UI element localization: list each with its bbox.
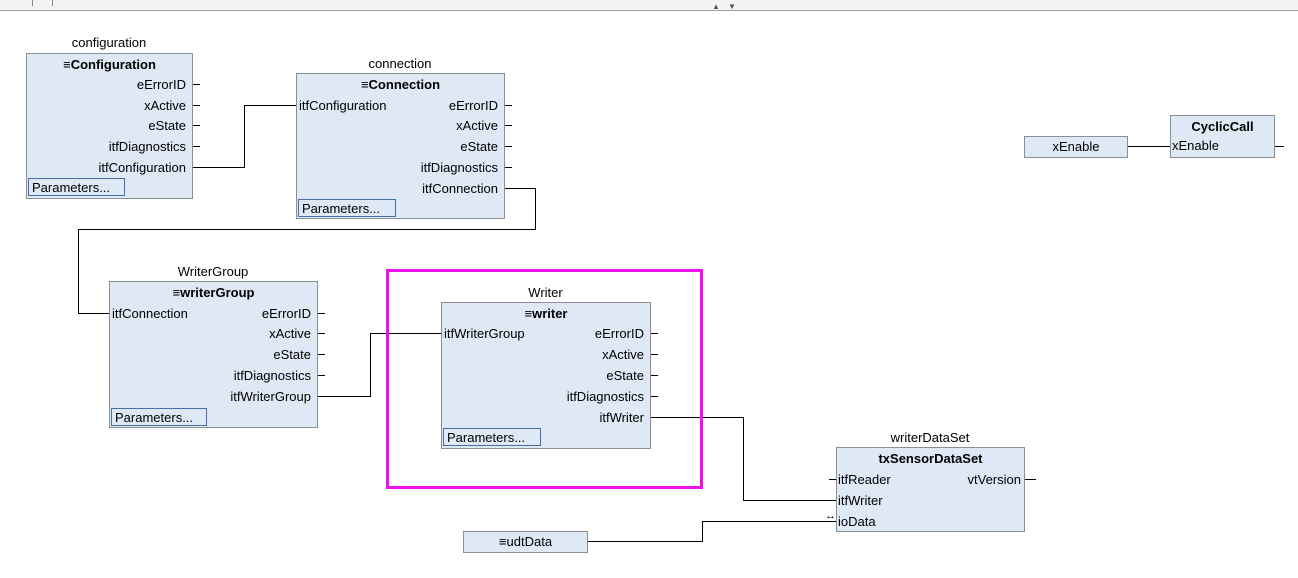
- connection-type-label: Connection: [368, 77, 441, 92]
- pin-xenable-in[interactable]: xEnable: [1172, 138, 1219, 153]
- pin-itfwriter-in[interactable]: itfWriter: [838, 493, 883, 508]
- strip-tick: [52, 0, 53, 6]
- pin-itfdiagnostics[interactable]: itfDiagnostics: [233, 368, 311, 383]
- wire-writer-dataset: [651, 417, 837, 501]
- pin-itfconfiguration-in[interactable]: itfConfiguration: [299, 98, 387, 113]
- strip-tick: [32, 0, 33, 6]
- udtdata-label: udtData: [506, 534, 553, 549]
- splitter-up-icon[interactable]: ▲: [712, 2, 720, 11]
- pin-xactive[interactable]: xActive: [144, 98, 186, 113]
- splitter-down-icon[interactable]: ▼: [728, 2, 736, 11]
- wire-connection-writergroup: [78, 188, 536, 314]
- wire-udtdata-iodata: [588, 521, 837, 542]
- selection-highlight-frame: [386, 269, 703, 489]
- writer-parameters-button[interactable]: Parameters...: [443, 428, 541, 446]
- editor-top-strip: [0, 0, 1298, 11]
- inout-arrow-icon: ↔: [825, 510, 836, 522]
- writer-instance-name[interactable]: Writer: [528, 285, 563, 300]
- pin-itfdiagnostics[interactable]: itfDiagnostics: [108, 139, 186, 154]
- pin-eerrorid[interactable]: eErrorID: [448, 98, 498, 113]
- pin-itfwriter[interactable]: itfWriter: [599, 410, 644, 425]
- writer-block[interactable]: ≡writer itfWriterGroup eErrorID xActive …: [441, 302, 651, 449]
- wire-writergroup-writer: [318, 333, 442, 397]
- pin-xactive[interactable]: xActive: [602, 347, 644, 362]
- writerdataset-type-label: txSensorDataSet: [878, 451, 983, 466]
- pin-xactive[interactable]: xActive: [456, 118, 498, 133]
- pin-itfdiagnostics[interactable]: itfDiagnostics: [566, 389, 644, 404]
- menu-icon[interactable]: ≡: [360, 77, 369, 92]
- writer-block-title: ≡writer: [442, 306, 650, 321]
- cycliccall-type-label: CyclicCall: [1191, 119, 1254, 134]
- configuration-instance-name[interactable]: configuration: [71, 35, 147, 50]
- pin-itfdiagnostics[interactable]: itfDiagnostics: [420, 160, 498, 175]
- pin-estate[interactable]: eState: [460, 139, 498, 154]
- menu-icon[interactable]: ≡: [524, 306, 533, 321]
- xenable-variable[interactable]: xEnable: [1024, 136, 1128, 158]
- menu-icon[interactable]: ≡: [498, 534, 507, 549]
- pin-eerrorid[interactable]: eErrorID: [594, 326, 644, 341]
- pin-itfconfiguration[interactable]: itfConfiguration: [98, 160, 186, 175]
- configuration-type-label: Configuration: [70, 57, 156, 72]
- configuration-parameters-button[interactable]: Parameters...: [28, 178, 125, 196]
- configuration-block-title: ≡Configuration: [27, 57, 192, 72]
- writerdataset-instance-name[interactable]: writerDataSet: [890, 430, 970, 445]
- pin-estate[interactable]: eState: [273, 347, 311, 362]
- pin-itfconnection[interactable]: itfConnection: [422, 181, 498, 196]
- writerdataset-block[interactable]: txSensorDataSet itfReader itfWriter ioDa…: [836, 447, 1025, 532]
- pin-estate[interactable]: eState: [148, 118, 186, 133]
- writergroup-type-label: writerGroup: [180, 285, 255, 300]
- pin-xactive[interactable]: xActive: [269, 326, 311, 341]
- pin-itfconnection-in[interactable]: itfConnection: [112, 306, 188, 321]
- writergroup-instance-name[interactable]: WriterGroup: [177, 264, 249, 279]
- connection-block-title: ≡Connection: [297, 77, 504, 92]
- configuration-block[interactable]: ≡Configuration eErrorID xActive eState i…: [26, 53, 193, 199]
- wire-configuration-connection: [193, 105, 297, 168]
- pin-estate[interactable]: eState: [606, 368, 644, 383]
- writergroup-parameters-button[interactable]: Parameters...: [111, 408, 207, 426]
- connection-parameters-button[interactable]: Parameters...: [298, 199, 396, 217]
- pin-eerrorid[interactable]: eErrorID: [136, 77, 186, 92]
- connection-instance-name[interactable]: connection: [368, 56, 432, 71]
- pin-iodata-inout[interactable]: ioData: [838, 514, 876, 529]
- cycliccall-block[interactable]: CyclicCall xEnable: [1170, 115, 1275, 158]
- udtdata-variable[interactable]: ≡udtData: [463, 531, 588, 553]
- menu-icon[interactable]: ≡: [172, 285, 181, 300]
- pin-itfreader-in[interactable]: itfReader: [838, 472, 891, 487]
- menu-icon[interactable]: ≡: [63, 57, 71, 72]
- pin-vtversion[interactable]: vtVersion: [967, 472, 1021, 487]
- writer-type-label: writer: [532, 306, 568, 321]
- pin-itfwritergroup[interactable]: itfWriterGroup: [230, 389, 311, 404]
- connection-block[interactable]: ≡Connection itfConfiguration eErrorID xA…: [296, 73, 505, 219]
- writergroup-block-title: ≡writerGroup: [110, 285, 317, 300]
- pin-eerrorid[interactable]: eErrorID: [261, 306, 311, 321]
- pin-itfwritergroup-in[interactable]: itfWriterGroup: [444, 326, 525, 341]
- writergroup-block[interactable]: ≡writerGroup itfConnection eErrorID xAct…: [109, 281, 318, 428]
